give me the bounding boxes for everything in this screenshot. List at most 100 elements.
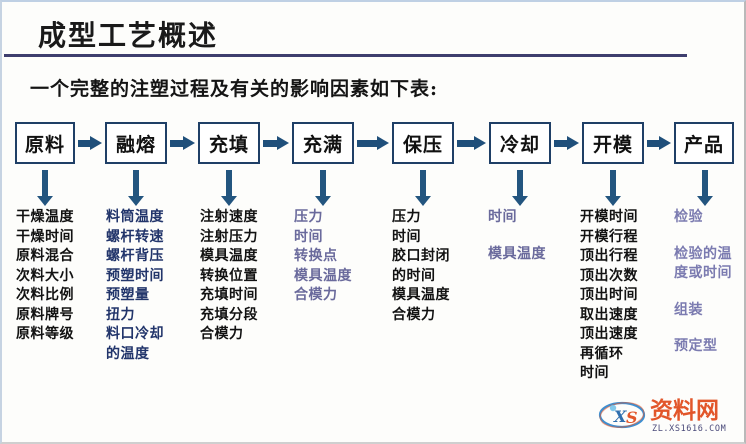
flow-arrow-right-3 [357, 136, 389, 151]
stage-box-4: 保压 [392, 122, 454, 164]
factor-item: 螺杆转速 [106, 228, 164, 245]
flow-arrow-down-5 [512, 170, 528, 206]
stage-label: 开模 [592, 133, 633, 156]
arrow-stem [420, 170, 426, 196]
xs-logo-icon: X S [598, 401, 646, 429]
factor-item: 干燥温度 [16, 209, 74, 225]
flow-arrow-right-5 [554, 136, 579, 151]
flow-arrow-right-0 [78, 136, 102, 151]
factor-item: 合模力 [200, 326, 244, 342]
factor-column-4: 压力时间胶口封闭的时间模具温度合模力 [392, 208, 450, 325]
factor-item: 模具温度 [200, 248, 258, 264]
factor-item: 合模力 [392, 306, 436, 323]
factor-item: 螺杆背压 [106, 248, 164, 264]
factor-item: 扭力 [106, 306, 135, 323]
factor-item: 顶出次数 [580, 267, 638, 284]
flow-arrow-down-3 [315, 170, 331, 206]
arrow-shaft [357, 140, 378, 147]
stage-label: 保压 [402, 133, 443, 156]
arrow-shaft [78, 140, 91, 147]
stage-box-0: 原料 [15, 122, 75, 164]
stage-label: 冷却 [499, 133, 540, 156]
arrow-tip [221, 196, 237, 206]
arrow-tip [315, 196, 331, 206]
title-underline-rule [4, 54, 687, 57]
factor-item: 预塑量 [106, 287, 150, 303]
factor-item: 压力 [392, 209, 421, 225]
factor-item: 开模时间 [580, 209, 638, 225]
factor-item: 转换点 [294, 248, 338, 264]
factor-item: 原料等级 [16, 326, 74, 342]
factor-column-6: 开模时间开模行程顶出行程顶出次数顶出时间取出速度顶出速度再循环时间 [580, 208, 638, 384]
factor-item: 顶出速度 [580, 326, 638, 342]
factor-item: 的温度 [106, 345, 150, 362]
factor-item: 组装 [674, 301, 703, 318]
arrow-shaft [554, 140, 568, 147]
factor-item: 检验 [674, 209, 703, 225]
arrow-stem [610, 170, 616, 196]
factor-item: 料筒温度 [106, 209, 164, 225]
factor-item: 度或时间 [674, 265, 732, 281]
title-area: 成型工艺概述 [38, 18, 718, 64]
arrow-shaft [263, 140, 278, 147]
factor-item: 时间 [392, 228, 421, 245]
arrow-stem [133, 170, 139, 196]
stage-label: 原料 [24, 133, 65, 156]
factor-item: 胶口封闭 [392, 248, 450, 264]
arrow-tip [512, 196, 528, 206]
factor-item: 充填分段 [200, 306, 258, 323]
flow-arrow-right-4 [457, 136, 486, 151]
factor-column-2: 注射速度注射压力模具温度转换位置充填时间充填分段合模力 [200, 208, 258, 345]
factor-item: 时间 [488, 209, 517, 225]
factor-item: 模具温度 [488, 245, 546, 262]
factor-item: 时间 [580, 365, 609, 381]
factor-item: 注射速度 [200, 209, 258, 225]
stage-box-1: 融熔 [105, 122, 167, 164]
flow-arrow-down-4 [415, 170, 431, 206]
arrow-head [377, 136, 389, 150]
factor-item: 合模力 [294, 287, 338, 303]
arrow-tip [605, 196, 621, 206]
arrow-stem [226, 170, 232, 196]
flow-arrow-down-7 [697, 170, 713, 206]
arrow-stem [320, 170, 326, 196]
factor-item: 干燥时间 [16, 228, 74, 245]
stage-box-6: 开模 [582, 122, 644, 164]
factor-item: 次料比例 [16, 287, 74, 303]
factor-item: 的时间 [392, 267, 436, 284]
arrow-shaft [647, 140, 660, 147]
arrow-shaft [457, 140, 475, 147]
svg-text:X: X [613, 407, 627, 426]
factor-item: 注射压力 [200, 228, 258, 245]
flow-arrow-down-1 [128, 170, 144, 206]
arrow-stem [42, 170, 48, 196]
factor-item: 料口冷却 [106, 326, 164, 342]
stage-box-3: 充满 [292, 122, 354, 164]
factor-item: 顶出时间 [580, 287, 638, 303]
factor-item: 模具温度 [294, 267, 352, 284]
arrow-head [277, 136, 289, 150]
factor-item: 转换位置 [200, 267, 258, 284]
factor-item: 原料牌号 [16, 306, 74, 323]
factor-item: 次料大小 [16, 267, 74, 284]
factor-item: 取出速度 [580, 306, 638, 323]
factor-item: 时间 [294, 228, 323, 245]
arrow-head [474, 136, 486, 150]
watermark-url: ZL.XS1616.COM [652, 424, 727, 434]
factor-item: 预塑时间 [106, 267, 164, 284]
stage-label: 充填 [208, 133, 249, 156]
factor-column-0: 干燥温度干燥时间原料混合次料大小次料比例原料牌号原料等级 [16, 208, 74, 345]
factor-item: 压力 [294, 209, 323, 225]
svg-text:S: S [626, 408, 638, 427]
flow-arrow-down-0 [37, 170, 53, 206]
stage-label: 融熔 [115, 133, 156, 156]
factor-column-5: 时间模具温度 [488, 208, 546, 264]
arrow-head [659, 136, 671, 150]
flow-arrow-right-6 [647, 136, 671, 151]
arrow-stem [517, 170, 523, 196]
stage-label: 产品 [683, 133, 724, 156]
factor-column-3: 压力时间转换点模具温度合模力 [294, 208, 352, 306]
stage-box-5: 冷却 [489, 122, 551, 164]
arrow-tip [697, 196, 713, 206]
